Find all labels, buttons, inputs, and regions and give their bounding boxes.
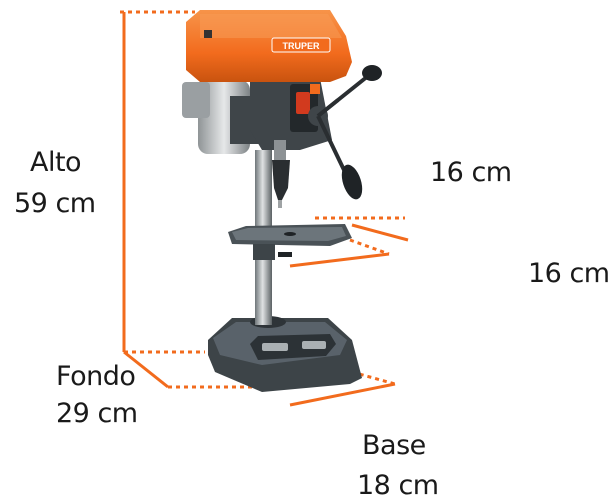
- drill-press-image: TRUPER: [182, 10, 382, 392]
- fondo-diagonal-line: [123, 350, 169, 389]
- brand-plate: [271, 37, 331, 53]
- base-label: Base: [362, 430, 426, 461]
- feed-knob-1: [362, 65, 382, 81]
- base-value: 18 cm: [357, 470, 439, 501]
- power-switch: [296, 92, 310, 114]
- spindle-quill: [274, 140, 286, 162]
- table-side-guide: [349, 238, 390, 256]
- chuck: [272, 160, 290, 200]
- table-depth-line: [351, 223, 409, 242]
- fondo-label: Fondo: [56, 361, 136, 392]
- fondo-value: 29 cm: [56, 398, 138, 429]
- feed-knob-2: [341, 164, 363, 200]
- alto-label: Alto: [30, 147, 82, 178]
- base-slot-right: [302, 341, 326, 349]
- switch-key: [310, 84, 320, 94]
- table-bracket: [253, 244, 275, 260]
- base-slot-left: [262, 343, 288, 351]
- base-line: [289, 382, 396, 407]
- feed-arm-2: [316, 115, 346, 171]
- base-slot: [250, 334, 336, 360]
- motor-cap: [182, 82, 210, 118]
- brand-logo: TRUPER: [282, 41, 320, 51]
- alto-value: 59 cm: [14, 188, 96, 219]
- table-lock-handle: [278, 252, 292, 257]
- feed-arm-3: [316, 98, 340, 118]
- speed-label-icon: [204, 30, 212, 38]
- bit: [278, 200, 282, 208]
- table-width-value: 16 cm: [430, 157, 512, 188]
- table-depth-value: 16 cm: [528, 258, 610, 289]
- table-width-line: [289, 252, 390, 268]
